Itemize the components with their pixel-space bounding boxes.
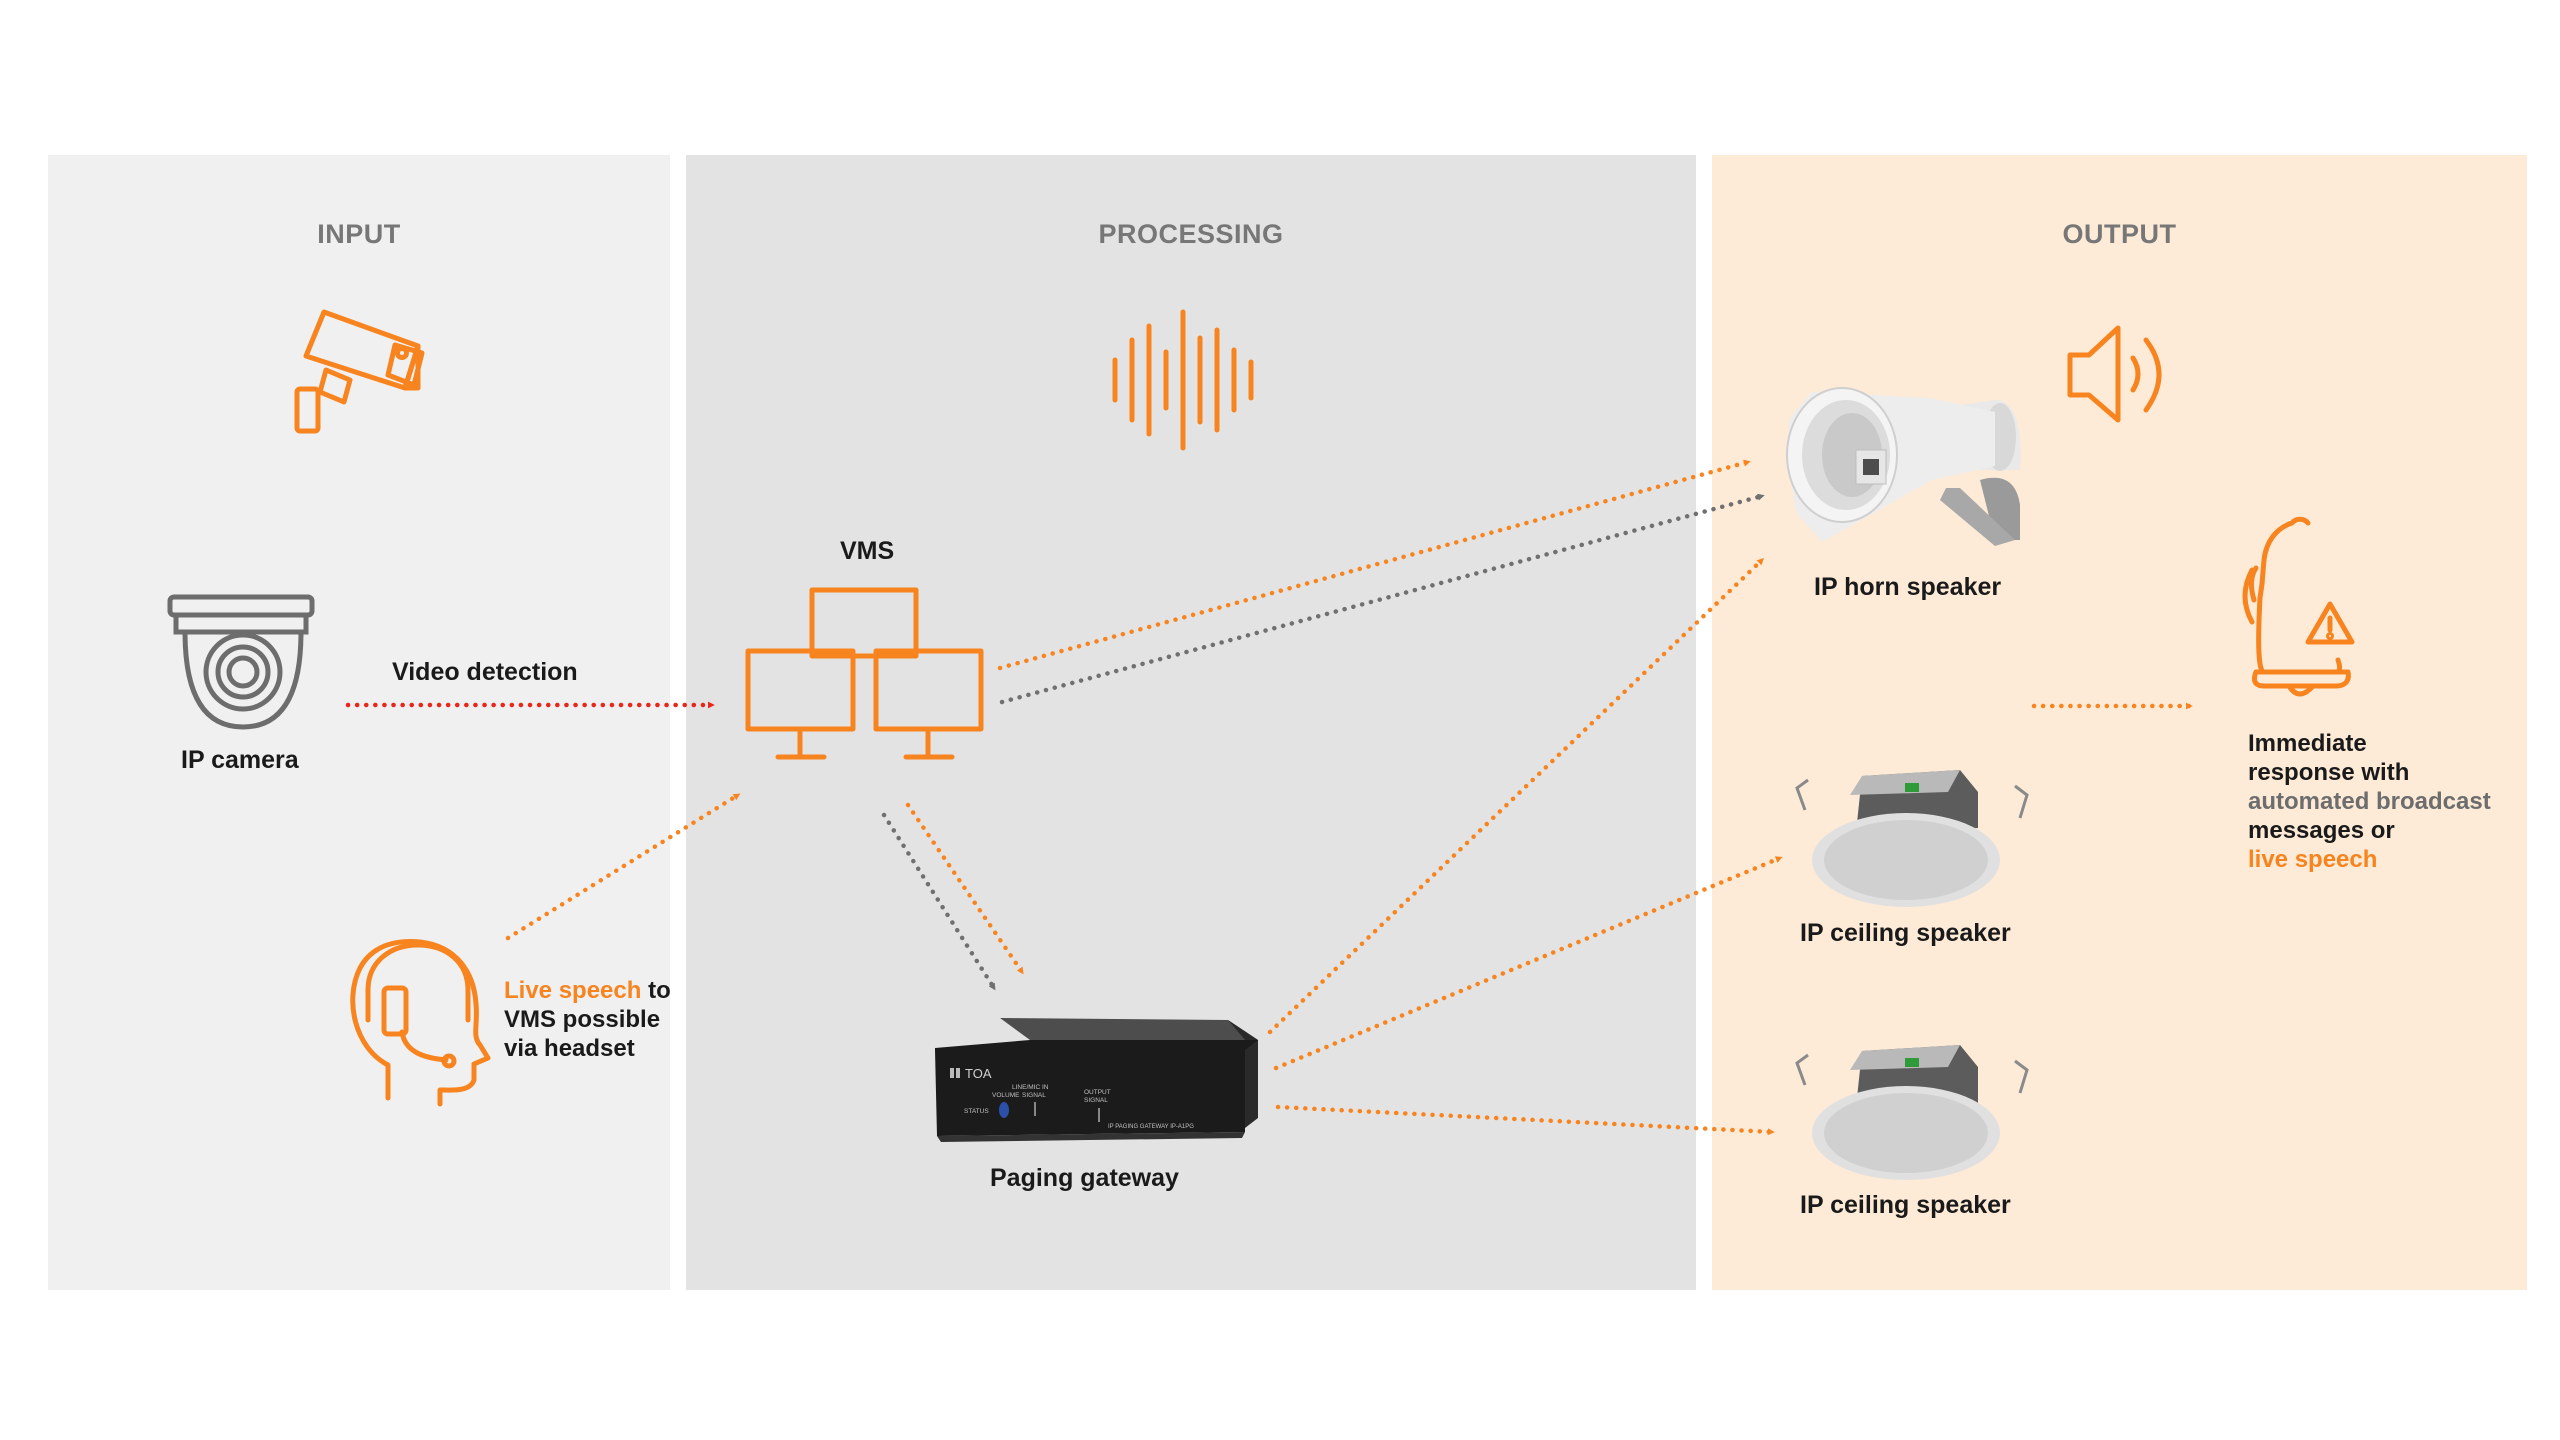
response-note: Immediate response with automated broadc… [2248, 729, 2491, 874]
gateway-brand-text: TOA [965, 1066, 992, 1081]
ip-ceiling-speaker-2-label: IP ceiling speaker [1800, 1191, 2011, 1219]
gateway-volume-text: VOLUME [992, 1092, 1020, 1099]
response-note-line-2: response with [2248, 759, 2410, 786]
response-note-line-5: live speech [2248, 846, 2378, 873]
ip-camera-label: IP camera [181, 746, 299, 774]
connectors [345, 459, 2193, 1136]
input-panel: INPUT [48, 155, 670, 1290]
headset-note: Live speech to VMS possible via headset [504, 976, 671, 1063]
gateway-line-mic-text: LINE/MIC IN [1012, 1084, 1049, 1091]
headset-note-highlight: Live speech [504, 977, 642, 1004]
ip-horn-speaker-label: IP horn speaker [1814, 573, 2002, 601]
gateway-model-text: IP PAGING GATEWAY IP-A1PG [1108, 1124, 1194, 1130]
vms-to-horn-gray-arrow [999, 493, 1765, 705]
security-camera-icon [294, 309, 425, 434]
headset-note-rest: to [641, 977, 671, 1004]
gateway-status-text: STATUS [964, 1108, 989, 1115]
ceiling-speaker-device-1 [1795, 770, 2029, 907]
input-panel-title: INPUT [317, 219, 401, 249]
paging-gateway-device: TOA LINE/MIC IN VOLUME SIGNAL OUTPUT SIG… [935, 1018, 1258, 1142]
dome-camera-icon [167, 594, 315, 730]
gateway-volume-knob [999, 1102, 1009, 1118]
output-panel-title: OUTPUT [2062, 219, 2177, 249]
gateway-to-ceiling-2-arrow [1275, 1104, 1775, 1136]
network-computers-icon [745, 587, 984, 760]
gateway-to-horn-arrow [1267, 557, 1765, 1035]
vms-to-gateway-gray-arrow [881, 812, 997, 991]
horn-speaker-device [1786, 387, 2021, 546]
alarm-bell-warning-icon [2242, 516, 2355, 697]
processing-panel-title: PROCESSING [1098, 219, 1284, 249]
ceiling-speaker-device-2 [1795, 1045, 2029, 1180]
vms-to-gateway-orange-arrow [905, 802, 1025, 975]
speaker-volume-icon [2067, 325, 2162, 423]
gateway-to-ceiling-1-arrow [1273, 855, 1783, 1071]
response-note-line-4: messages or [2248, 817, 2395, 844]
ip-ceiling-speaker-1-label: IP ceiling speaker [1800, 919, 2011, 947]
gateway-output-signal-text: SIGNAL [1084, 1097, 1108, 1104]
headset-note-line-3: via headset [504, 1035, 635, 1062]
paging-gateway-label: Paging gateway [990, 1164, 1179, 1192]
headset-note-line-2: VMS possible [504, 1006, 661, 1033]
video-detection-label: Video detection [392, 658, 578, 686]
gateway-output-text: OUTPUT [1084, 1089, 1111, 1096]
vms-label: VMS [840, 537, 895, 565]
vms-to-horn-orange-arrow [997, 459, 1751, 671]
headset-operator-icon [350, 939, 491, 1107]
response-note-line-3: automated broadcast [2248, 788, 2491, 815]
sound-wave-icon [1112, 309, 1254, 451]
response-note-line-1: Immediate [2248, 730, 2367, 757]
gateway-signal-text: SIGNAL [1022, 1092, 1046, 1099]
headset-to-vms-arrow [505, 792, 741, 941]
headset-note-line-1: Live speech to [504, 976, 671, 1005]
